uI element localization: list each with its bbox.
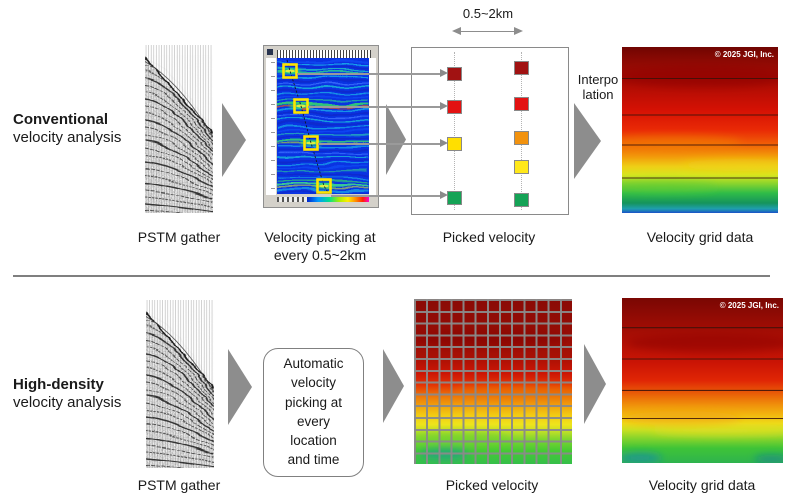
flow-arrow-icon [383, 349, 404, 423]
interpolation-line2: lation [582, 86, 614, 102]
analysis-grid-overlay [414, 299, 572, 464]
picked-velocity-marker [514, 159, 529, 174]
arrowhead-icon [440, 139, 448, 148]
autobox-line: and time [287, 452, 340, 468]
picked-velocity-marker [514, 60, 529, 75]
caption-picked-velocity: Picked velocity [442, 229, 536, 245]
spacing-arrow-icon [452, 27, 523, 37]
pick-marker-icon [293, 98, 309, 114]
picked-velocity-marker [447, 99, 462, 114]
window-top-ruler [277, 50, 371, 58]
caption-line: Velocity picking at [264, 229, 376, 245]
caption-picked-velocity: Picked velocity [445, 477, 539, 493]
caption-pstm-gather: PSTM gather [137, 477, 221, 493]
velocity-grid-image-high-density: © 2025 JGI, Inc. [622, 298, 783, 463]
autobox-line: picking at [284, 394, 343, 410]
row-title-main: Conventional [13, 111, 109, 128]
arrowhead-icon [440, 69, 448, 78]
scale-bar-text [277, 197, 307, 202]
caption-pstm-gather: PSTM gather [137, 229, 221, 245]
flow-arrow-icon [386, 104, 406, 175]
pick-connector-line [318, 139, 448, 148]
conventional-row-title: Conventional velocity analysis [13, 111, 121, 147]
row-title-sub: velocity analysis [13, 394, 122, 411]
picked-velocity-marker [447, 190, 462, 205]
autobox-line: velocity [290, 375, 336, 391]
window-icon [267, 49, 273, 55]
caption-velocity-grid: Velocity grid data [648, 477, 756, 493]
high-density-row-title: High-density velocity analysis [13, 376, 121, 412]
picked-velocity-marker [514, 96, 529, 111]
semblance-panel [277, 58, 369, 194]
picked-velocity-marker [514, 192, 529, 207]
interpolation-label: Interpo lation [566, 72, 630, 102]
autobox-line: Automatic [283, 356, 344, 371]
caption-velocity-picking: Velocity picking at every 0.5~2km [240, 228, 400, 264]
flow-arrow-icon [584, 344, 606, 424]
arrowhead-icon [440, 102, 448, 111]
picked-velocity-grid-image [414, 299, 572, 464]
flow-arrow-icon [228, 349, 252, 425]
picked-velocity-marker [514, 130, 529, 145]
pick-location-line [454, 52, 455, 210]
row-title-main: High-density [13, 376, 104, 393]
copyright-label: © 2025 JGI, Inc. [719, 301, 779, 310]
pick-trend-line [286, 59, 330, 194]
interpolation-line1: Interpo [577, 72, 619, 87]
interpolation-arrow-icon [574, 103, 601, 179]
caption-line: every 0.5~2km [273, 247, 367, 263]
scale-bar-colors [307, 197, 369, 202]
pstm-gather-image-conventional [145, 45, 213, 213]
pick-connector-line [331, 191, 448, 200]
arrowhead-icon [440, 191, 448, 200]
copyright-label: © 2025 JGI, Inc. [714, 50, 774, 59]
color-scale-bar [277, 197, 369, 202]
autobox-line: every [296, 413, 330, 429]
picked-velocity-panel [411, 47, 569, 215]
arrow-shaft [459, 30, 516, 33]
section-divider [13, 275, 770, 277]
pick-marker-icon [316, 178, 332, 194]
pick-connector-line [297, 69, 448, 78]
picked-velocity-marker [447, 136, 462, 151]
automatic-picking-box: Automatic velocity picking at every loca… [263, 348, 364, 477]
flow-arrow-icon [222, 103, 246, 177]
arrowhead-right-icon [514, 27, 523, 35]
spacing-label: 0.5~2km [462, 6, 514, 21]
window-right-ruler [369, 58, 376, 195]
pstm-gather-image-high-density [146, 300, 214, 468]
row-title-sub: velocity analysis [13, 129, 122, 146]
pick-markers [282, 63, 332, 194]
autobox-line: location [290, 433, 337, 449]
pick-marker-icon [282, 63, 298, 79]
picked-velocity-marker [447, 66, 462, 81]
arrowhead-left-icon [452, 27, 461, 35]
velocity-grid-image-conventional: © 2025 JGI, Inc. [622, 47, 778, 213]
pick-marker-icon [303, 135, 319, 151]
caption-velocity-grid: Velocity grid data [646, 229, 754, 245]
pick-connector-line [308, 102, 448, 111]
window-left-ruler [266, 58, 276, 195]
velocity-picking-window [263, 45, 379, 208]
